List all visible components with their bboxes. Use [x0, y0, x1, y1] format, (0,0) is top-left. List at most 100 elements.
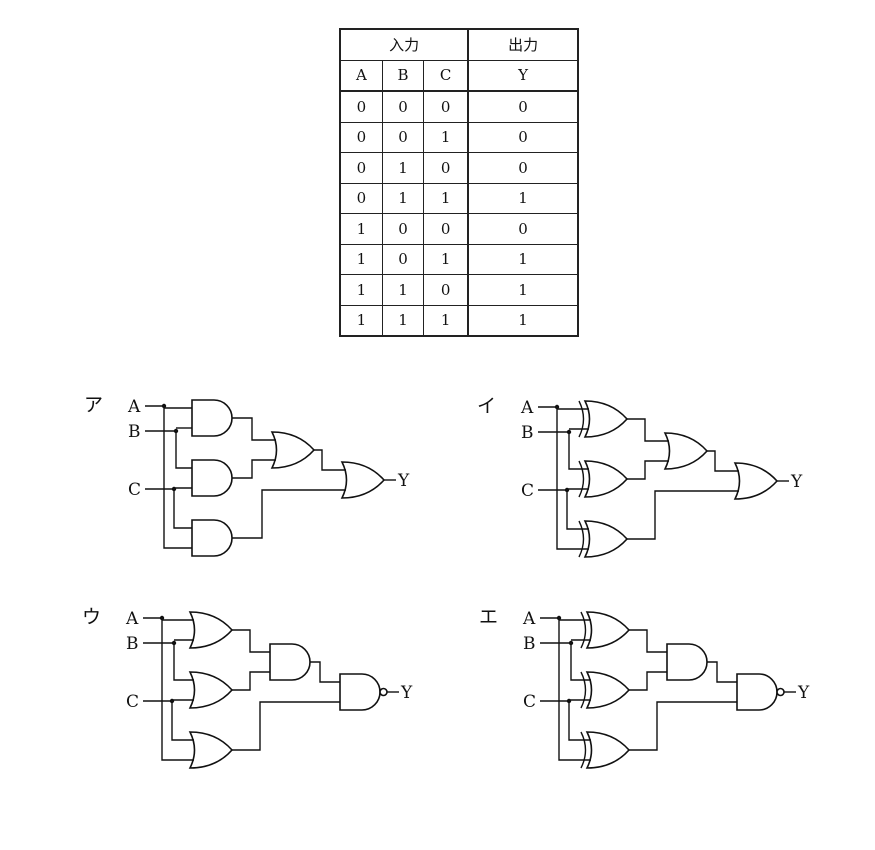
- xor-gate: [585, 611, 631, 649]
- xor-extra-curve: [578, 400, 585, 438]
- table-cell: 1: [467, 304, 579, 337]
- junction-dot: [171, 640, 177, 646]
- option-label: ア: [84, 394, 103, 416]
- column-header-a: A: [339, 59, 383, 92]
- and-gate: [191, 399, 233, 437]
- input-label-a: A: [127, 397, 141, 417]
- junction-dot: [171, 486, 177, 492]
- or-gate: [188, 731, 234, 769]
- nand-gate: [339, 673, 381, 711]
- table-cell: 0: [339, 121, 383, 153]
- inversion-bubble: [776, 687, 785, 697]
- table-cell: 0: [423, 152, 469, 184]
- xor-gate: [585, 731, 631, 769]
- xor-gate: [585, 671, 631, 709]
- junction-dot: [568, 640, 574, 646]
- table-cell: 0: [381, 90, 425, 123]
- nand-gate: [736, 673, 778, 711]
- wire: [566, 490, 589, 530]
- junction-dot: [566, 698, 572, 704]
- wire: [232, 671, 270, 691]
- table-cell: 1: [339, 213, 383, 245]
- table-cell: 1: [339, 243, 383, 275]
- or-gate: [340, 461, 386, 499]
- wire: [627, 460, 669, 480]
- output-label-y: Y: [790, 472, 803, 492]
- wire: [568, 701, 591, 741]
- table-column-header-row: A B C Y: [339, 59, 579, 92]
- table-cell: 1: [339, 274, 383, 306]
- wire: [556, 407, 589, 550]
- or-gate: [188, 671, 234, 709]
- wire: [627, 490, 739, 540]
- table-cell: 1: [423, 243, 469, 275]
- output-label-y: Y: [397, 471, 410, 491]
- inversion-bubble: [379, 687, 388, 697]
- or-gate: [733, 462, 779, 500]
- input-label-b: B: [126, 634, 139, 654]
- input-label-a: A: [125, 609, 139, 629]
- input-label-c: C: [126, 692, 139, 712]
- wire: [173, 643, 194, 681]
- junction-dot: [159, 615, 165, 621]
- wire: [707, 661, 737, 683]
- wire: [163, 406, 192, 549]
- option-label: エ: [479, 606, 498, 628]
- wire: [707, 450, 739, 472]
- wire: [629, 629, 667, 653]
- xor-gate: [583, 520, 629, 558]
- wire: [314, 449, 346, 471]
- and-gate: [269, 643, 311, 681]
- table-cell: 1: [467, 274, 579, 306]
- junction-dot: [169, 698, 175, 704]
- wire: [171, 701, 194, 741]
- table-cell: 1: [381, 152, 425, 184]
- table-cell: 0: [423, 213, 469, 245]
- table-cell: 0: [423, 90, 469, 123]
- junction-dot: [554, 404, 560, 410]
- junction-dot: [161, 403, 167, 409]
- wire: [175, 431, 192, 469]
- wire: [173, 489, 192, 529]
- input-label-b: B: [521, 423, 534, 443]
- junction-dot: [173, 428, 179, 434]
- junction-dot: [566, 429, 572, 435]
- and-gate: [191, 519, 233, 557]
- table-cell: 0: [467, 90, 579, 123]
- and-gate: [666, 643, 708, 681]
- wire: [161, 618, 194, 761]
- output-group-header: 出力: [467, 28, 579, 61]
- xor-extra-curve: [580, 731, 587, 769]
- output-label-y: Y: [797, 683, 810, 703]
- wire: [570, 643, 591, 681]
- wire: [568, 432, 589, 470]
- table-cell: 1: [381, 304, 425, 337]
- table-group-header-row: 入力 出力: [339, 28, 579, 61]
- wire: [232, 417, 276, 441]
- wire: [232, 629, 270, 653]
- output-label-y: Y: [400, 683, 413, 703]
- wire: [627, 418, 669, 442]
- input-label-a: A: [522, 609, 536, 629]
- column-header-c: C: [423, 59, 469, 92]
- input-label-c: C: [523, 692, 536, 712]
- and-gate: [191, 459, 233, 497]
- input-label-b: B: [128, 422, 141, 442]
- xor-extra-curve: [578, 460, 585, 498]
- junction-dot: [564, 487, 570, 493]
- table-cell: 0: [339, 90, 383, 123]
- xor-extra-curve: [580, 611, 587, 649]
- column-header-y: Y: [467, 59, 579, 92]
- table-cell: 0: [381, 243, 425, 275]
- table-cell: 1: [423, 304, 469, 337]
